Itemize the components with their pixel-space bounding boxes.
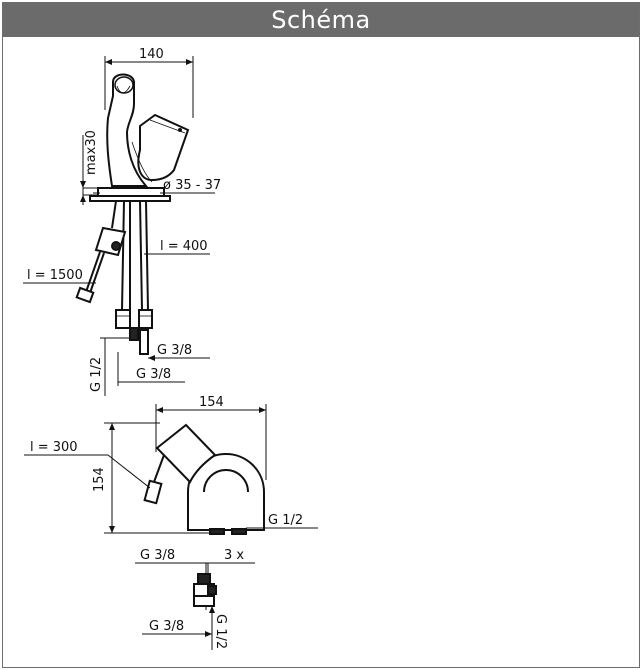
top-thread-label: G 1/2: [268, 513, 303, 528]
top-depth-label: 154: [92, 467, 107, 492]
panel-header: Schéma: [3, 3, 639, 37]
hose-1500-label: l = 1500: [27, 268, 83, 283]
fitting-g12-label: G 1/2: [213, 614, 228, 649]
fitting-g38-top-label: G 3/8: [140, 548, 175, 563]
thread-g12-side-label: G 1/2: [89, 357, 104, 392]
top-view: 154 154 l = 300 G 1/2: [24, 395, 318, 535]
fitting-detail: G 3/8 3 x G 3/8 G 1/2: [135, 548, 255, 650]
hole-diameter-label: ø 35 - 37: [163, 178, 221, 193]
max30-label: max30: [84, 130, 99, 175]
dim-140-label: 140: [139, 47, 164, 62]
sensor-cable-label: l = 300: [30, 440, 78, 455]
side-view: 140 max30 ø 35 - 37: [23, 47, 221, 396]
top-width-label: 154: [199, 395, 224, 410]
hose-400-label: l = 400: [160, 239, 208, 254]
fitting-g38-bottom-label: G 3/8: [149, 619, 184, 634]
fitting-count-label: 3 x: [224, 548, 244, 563]
thread-g38-a-label: G 3/8: [157, 343, 192, 358]
thread-g38-b-label: G 3/8: [136, 367, 171, 382]
